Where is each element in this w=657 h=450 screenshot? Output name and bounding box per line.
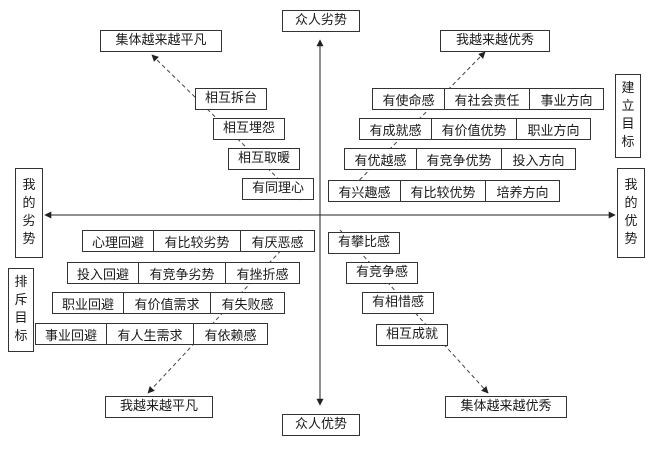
corner-bottom-left: 我越来越平凡 <box>105 396 213 418</box>
tr-cell: 有优越感 <box>344 148 417 170</box>
bl-cell: 职业回避 <box>52 292 124 314</box>
diag-bottom-right <box>339 229 489 394</box>
br-item: 有攀比感 <box>328 232 400 254</box>
reject-label: 排 斥 目 标 <box>8 268 34 352</box>
tr-cell: 有社会责任 <box>444 88 530 110</box>
axis-left-label: 我 的 劣 势 <box>15 168 43 258</box>
bl-cell: 有价值需求 <box>123 292 211 314</box>
bl-cell: 有失败感 <box>210 292 285 314</box>
reject-char: 排 <box>14 275 28 290</box>
bl-cell: 投入回避 <box>67 262 139 284</box>
tr-cell: 培养方向 <box>485 180 560 202</box>
axis-left-char: 劣 <box>22 214 36 229</box>
tr-cell: 有成就感 <box>359 118 432 140</box>
axis-bottom-label: 众人优势 <box>282 414 360 436</box>
tr-cell: 有比较优势 <box>400 180 486 202</box>
axis-right-label: 我 的 优 势 <box>617 168 645 258</box>
tl-item: 有同理心 <box>242 178 314 200</box>
tr-row: 有使命感 有社会责任 事业方向 <box>372 88 604 110</box>
bl-cell: 有厌恶感 <box>240 230 315 252</box>
tr-cell: 有竞争优势 <box>416 148 502 170</box>
bl-cell: 事业回避 <box>35 323 107 345</box>
bl-cell: 有挫折感 <box>225 262 300 284</box>
br-item: 有相惜感 <box>362 292 434 314</box>
reject-char: 标 <box>14 329 28 344</box>
tr-row: 有优越感 有竞争优势 投入方向 <box>344 148 576 170</box>
diag-bottom-left <box>147 229 301 394</box>
reject-char: 斥 <box>14 293 28 308</box>
tl-item: 相互埋怨 <box>213 118 285 140</box>
axis-top-label: 众人劣势 <box>282 10 360 32</box>
goal-char: 立 <box>621 99 635 114</box>
axis-left-char: 势 <box>22 232 36 247</box>
bl-cell: 有竞争劣势 <box>138 262 226 284</box>
axis-right-char: 的 <box>624 196 638 211</box>
goal-char: 标 <box>621 135 635 150</box>
bl-cell: 有依赖感 <box>193 323 268 345</box>
goal-char: 建 <box>621 81 635 96</box>
tr-cell: 有使命感 <box>372 88 445 110</box>
axis-right-char: 我 <box>624 178 638 193</box>
corner-bottom-right: 集体越来越优秀 <box>445 396 567 418</box>
goal-char: 目 <box>621 117 635 132</box>
tr-cell: 事业方向 <box>529 88 604 110</box>
tl-item: 相互拆台 <box>195 88 267 110</box>
axis-left-char: 我 <box>22 178 36 193</box>
bl-row: 心理回避 有比较劣势 有厌恶感 <box>82 230 315 252</box>
tr-cell: 投入方向 <box>501 148 576 170</box>
axis-left-char: 的 <box>22 196 36 211</box>
bl-row: 事业回避 有人生需求 有依赖感 <box>35 323 268 345</box>
br-item: 有竞争感 <box>346 262 418 284</box>
tr-cell: 职业方向 <box>516 118 591 140</box>
tr-row: 有成就感 有价值优势 职业方向 <box>359 118 591 140</box>
br-item: 相互成就 <box>376 324 448 346</box>
goal-label: 建 立 目 标 <box>615 74 641 158</box>
corner-top-right: 我越来越优秀 <box>440 30 550 52</box>
tr-cell: 有价值优势 <box>431 118 517 140</box>
axis-right-char: 势 <box>624 232 638 247</box>
bl-row: 投入回避 有竞争劣势 有挫折感 <box>67 262 300 284</box>
axis-right-char: 优 <box>624 214 638 229</box>
corner-top-left: 集体越来越平凡 <box>100 30 222 52</box>
reject-char: 目 <box>14 311 28 326</box>
bl-cell: 有人生需求 <box>106 323 194 345</box>
tl-item: 相互取暖 <box>228 148 300 170</box>
tr-cell: 有兴趣感 <box>328 180 401 202</box>
tr-row: 有兴趣感 有比较优势 培养方向 <box>328 180 560 202</box>
bl-cell: 心理回避 <box>82 230 154 252</box>
bl-row: 职业回避 有价值需求 有失败感 <box>52 292 285 314</box>
bl-cell: 有比较劣势 <box>153 230 241 252</box>
